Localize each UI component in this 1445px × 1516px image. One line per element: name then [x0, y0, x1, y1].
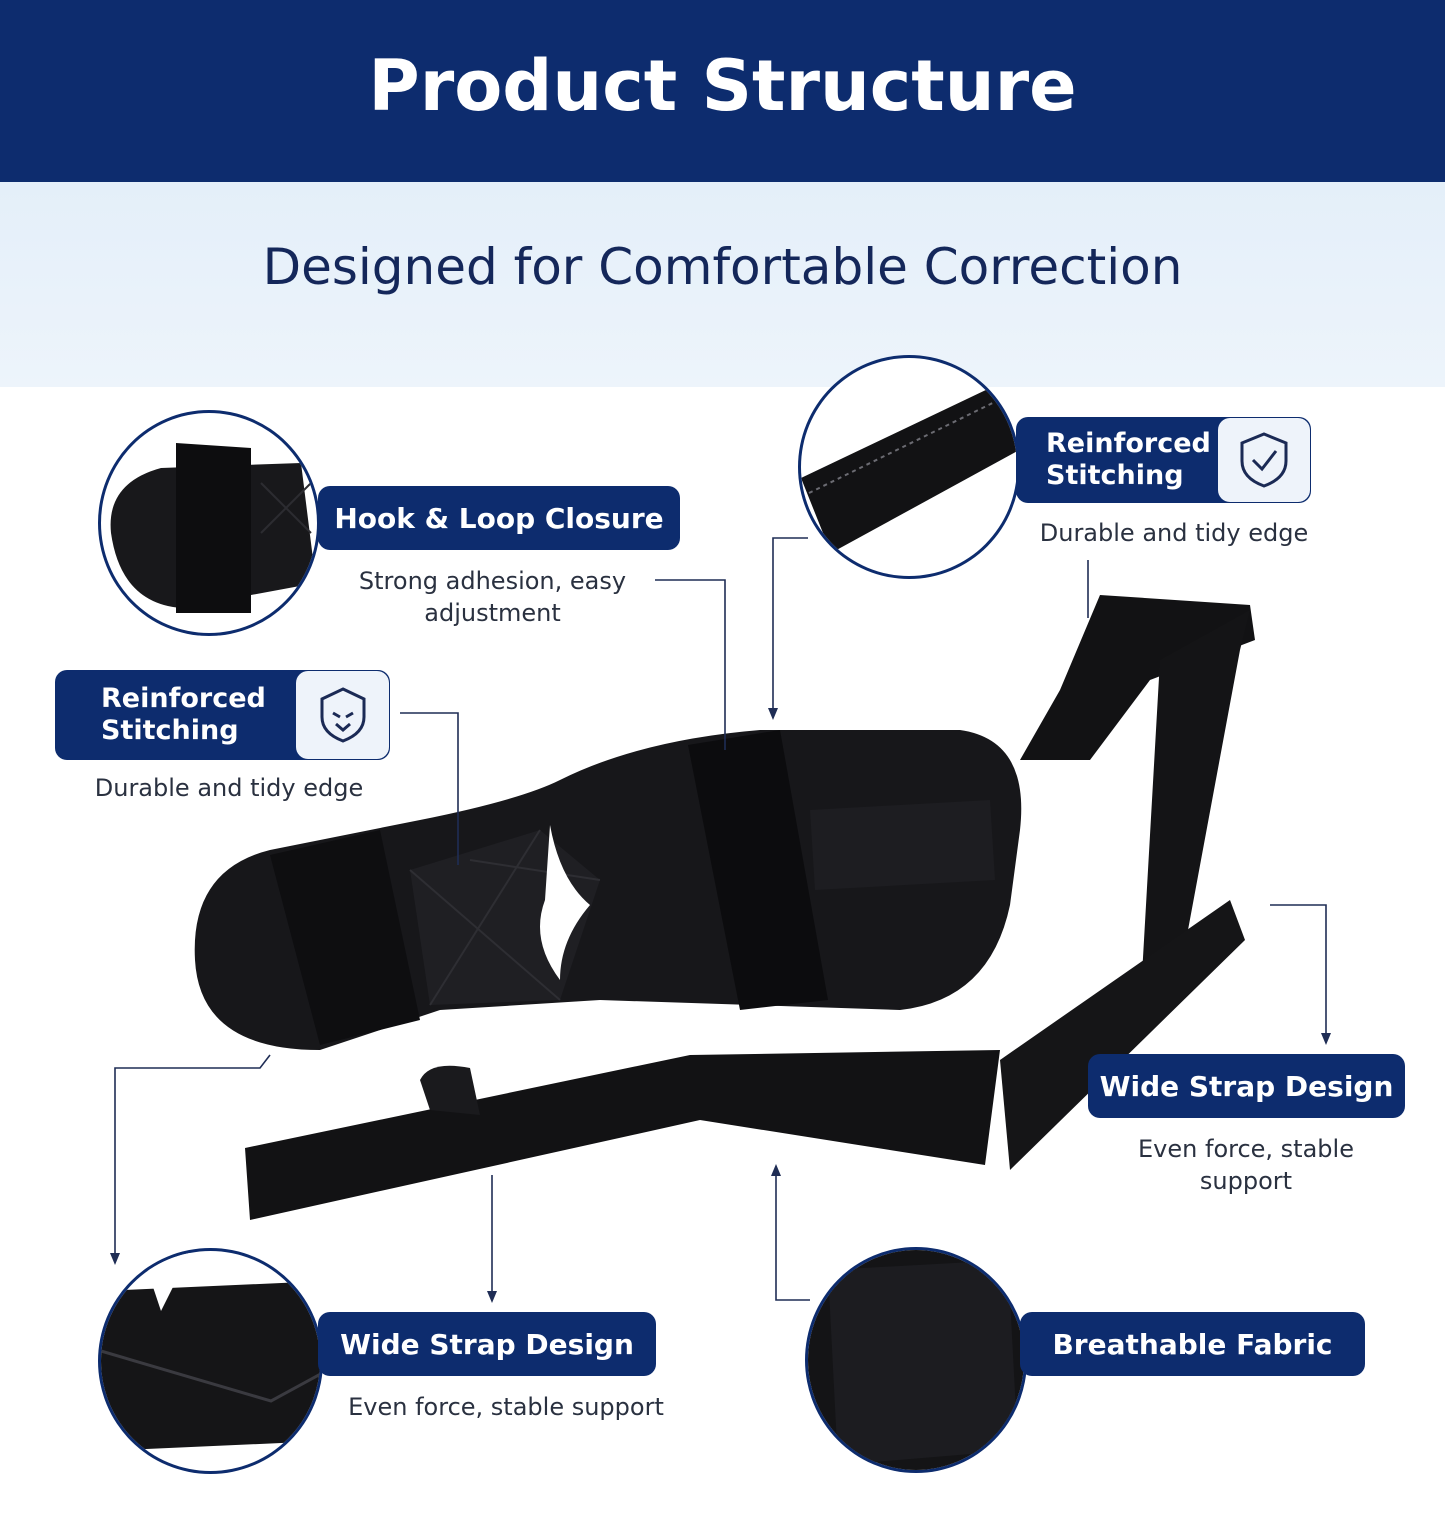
front-velcro-strap — [270, 830, 420, 1045]
ankle-opening — [540, 825, 590, 980]
hook-loop-desc: Strong adhesion, easy adjustment — [358, 567, 627, 627]
wide-strap-detail-circle — [98, 1248, 323, 1474]
fabric-detail-circle — [805, 1247, 1027, 1473]
heel-cup — [810, 800, 995, 890]
long-strap — [245, 1050, 1000, 1220]
middle-strap — [688, 730, 828, 1010]
wide-strap-bottom-desc: Even force, stable support — [348, 1393, 664, 1421]
shield-check-icon — [1218, 418, 1310, 502]
stitching-detail-circle — [798, 355, 1020, 579]
subtitle-band: Designed for Comfortable Correction — [0, 182, 1445, 387]
wide-strap-right-title-pill: Wide Strap Design — [1088, 1054, 1405, 1118]
page-subtitle: Designed for Comfortable Correction — [262, 237, 1183, 296]
hook-loop-detail-circle — [98, 410, 320, 636]
stitch-left-desc: Durable and tidy edge — [94, 774, 364, 802]
hook-loop-title: Hook & Loop Closure — [334, 501, 664, 535]
strap-diagonal — [1000, 900, 1245, 1170]
wide-strap-bottom-title-pill: Wide Strap Design — [318, 1312, 656, 1376]
stitch-right-desc: Durable and tidy edge — [1039, 519, 1309, 547]
breathable-title-pill: Breathable Fabric — [1020, 1312, 1365, 1376]
strap-right-band — [1140, 610, 1250, 1010]
hook-loop-detail-image — [110, 443, 316, 613]
hook-loop-title-pill: Hook & Loop Closure — [318, 486, 680, 550]
stitching-detail-image — [801, 378, 1017, 553]
strap-loop — [420, 1065, 480, 1115]
page-title: Product Structure — [368, 45, 1077, 127]
arrow-heads — [110, 708, 1331, 1303]
wide-strap-right-desc: Even force, stable support — [1138, 1135, 1354, 1195]
wide-strap-detail-image — [101, 1251, 320, 1451]
header-banner: Product Structure — [0, 0, 1445, 182]
strap-top-loop — [1020, 595, 1255, 760]
leader-lines — [114, 537, 1327, 1301]
shield-face-icon — [296, 671, 389, 759]
fabric-detail-image — [808, 1250, 1024, 1470]
